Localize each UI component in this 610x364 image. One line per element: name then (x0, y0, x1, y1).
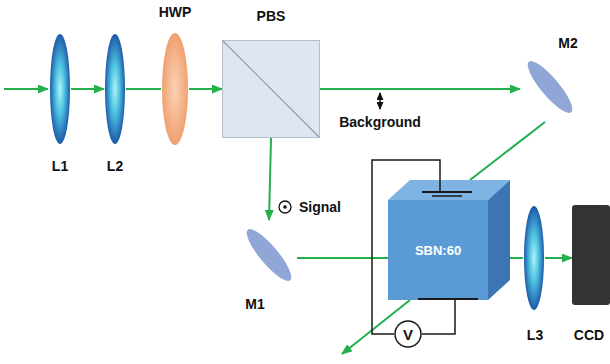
beam-label: Background (337, 114, 423, 130)
laser-beam (297, 257, 388, 259)
top-electrode (422, 191, 472, 193)
laser-beam (545, 257, 572, 259)
laser-beam (470, 122, 545, 180)
polarization-symbol (279, 201, 291, 213)
component-outline (523, 205, 545, 311)
component-outline (49, 33, 71, 145)
laser-beam (269, 138, 271, 220)
electrode-wire (422, 300, 455, 334)
laser-beam (510, 257, 523, 259)
optical-component: CCD (572, 205, 610, 305)
optical-component: M2 (520, 52, 580, 122)
polarization-arrow (379, 93, 381, 109)
splitter-diagonal (223, 41, 319, 137)
waveplate-shape (162, 33, 188, 145)
beam-splitter-cube (223, 41, 320, 138)
beam-label: Signal (297, 199, 343, 215)
optical-component: SBN:60 (388, 180, 510, 300)
optical-component: L2 (104, 33, 126, 145)
component-label: L1 (52, 158, 68, 174)
mirror-shape (241, 224, 297, 286)
lens-shape (50, 34, 70, 144)
optical-component: V (394, 320, 422, 348)
laser-beam (320, 88, 520, 90)
camera-body (572, 205, 610, 305)
voltmeter-circle (395, 321, 421, 347)
component-label: M1 (245, 296, 264, 312)
component-outline (104, 33, 126, 145)
laser-beam (71, 88, 104, 90)
mirror-shape (522, 56, 578, 118)
component-label: V (403, 326, 413, 343)
component-outline (161, 32, 189, 146)
component-label: HWP (159, 4, 192, 20)
optical-component: L3 (523, 205, 545, 311)
polarization-dot (283, 205, 287, 209)
component-outline (222, 40, 320, 138)
crystal-front (388, 200, 488, 300)
lens-shape (524, 206, 544, 310)
optical-component: L1 (49, 33, 71, 145)
component-label: L3 (527, 327, 543, 343)
component-outline (241, 220, 297, 290)
component-label: M2 (558, 35, 577, 51)
component-outline (388, 180, 510, 300)
ground-mark (432, 195, 462, 197)
laser-beam (189, 88, 222, 90)
component-outline (572, 205, 610, 305)
component-label: L2 (107, 158, 123, 174)
component-text-box: SBN:60 (388, 200, 488, 300)
electrode-lead (439, 180, 441, 192)
lens-shape (105, 34, 125, 144)
input-beam (4, 88, 48, 90)
optical-component: M1 (241, 220, 297, 290)
optical-component: PBS (222, 40, 320, 138)
bottom-electrode (418, 298, 478, 300)
component-outline (520, 52, 580, 122)
component-label: CCD (574, 327, 604, 343)
optical-component: HWP (161, 32, 189, 146)
component-label: SBN:60 (415, 243, 461, 258)
laser-beam (126, 88, 161, 90)
component-text-box: V (394, 320, 422, 348)
component-label: PBS (257, 8, 286, 24)
crystal-side (488, 180, 510, 300)
